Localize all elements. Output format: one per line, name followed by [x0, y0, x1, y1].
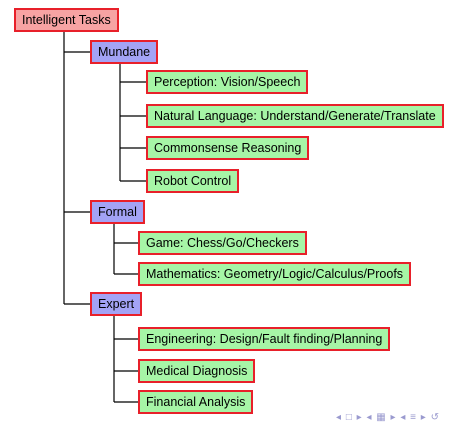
leaf-node-medical-diagnosis: Medical Diagnosis	[138, 359, 256, 383]
triangle-left-icon[interactable]: ◂	[366, 412, 372, 423]
triangle-right-icon[interactable]: ▸	[356, 412, 362, 423]
leaf-node-commonsense-reasoning: Commonsense Reasoning	[146, 136, 310, 160]
category-node-formal: Formal	[90, 200, 145, 224]
triangle-left-icon[interactable]: ◂	[400, 412, 406, 423]
triangle-right-icon[interactable]: ▸	[420, 412, 426, 423]
triangle-left-icon[interactable]: ◂	[336, 412, 342, 423]
search-icon[interactable]: ↺	[430, 412, 439, 423]
leaf-node-engineering: Engineering: Design/Fault finding/Planni…	[138, 327, 391, 351]
leaf-node-mathematics: Mathematics: Geometry/Logic/Calculus/Pro…	[138, 262, 412, 286]
category-node-expert: Expert	[90, 292, 143, 316]
leaf-node-financial-analysis: Financial Analysis	[138, 390, 254, 414]
subsection-icon[interactable]: ▦	[376, 412, 386, 423]
frame-icon[interactable]: □	[345, 412, 352, 423]
slide-navigation-bar: ◂ □ ▸ ◂ ▦ ▸ ◂ ≡ ▸ ↺	[336, 412, 441, 426]
root-node: Intelligent Tasks	[14, 8, 119, 32]
triangle-right-icon[interactable]: ▸	[390, 412, 396, 423]
leaf-node-robot-control: Robot Control	[146, 169, 240, 193]
equivalence-icon[interactable]: ≡	[410, 412, 416, 423]
leaf-node-natural-language: Natural Language: Understand/Generate/Tr…	[146, 104, 444, 128]
leaf-node-game: Game: Chess/Go/Checkers	[138, 231, 307, 255]
category-node-mundane: Mundane	[90, 40, 159, 64]
leaf-node-perception: Perception: Vision/Speech	[146, 70, 309, 94]
